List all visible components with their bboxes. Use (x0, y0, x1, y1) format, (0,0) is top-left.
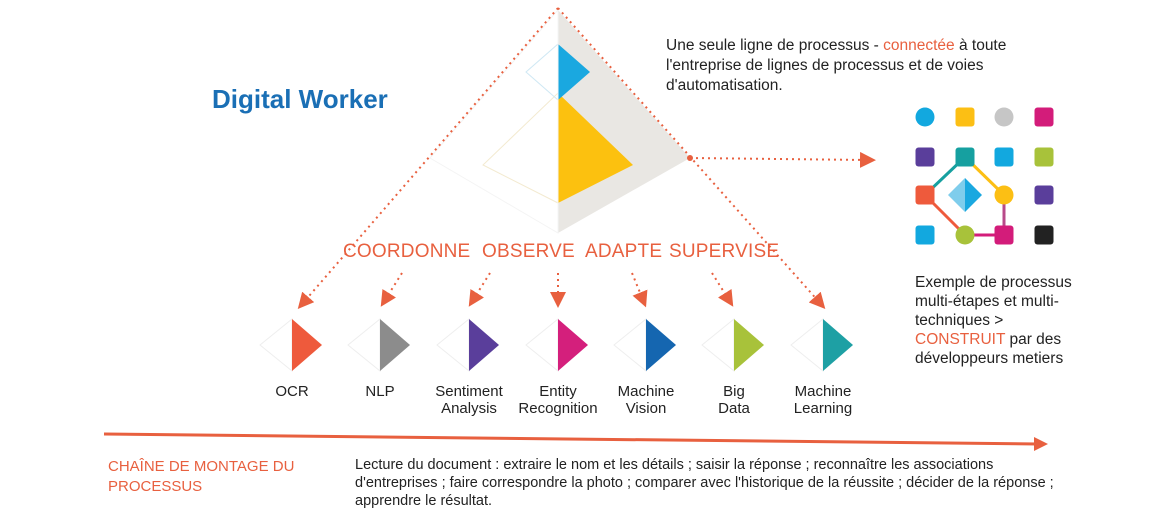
grid-node-square (915, 225, 935, 245)
grid-node-square (1034, 147, 1054, 167)
grid-node-circle (955, 225, 975, 245)
technology-label-line2: Learning (793, 400, 853, 417)
technology-label-line2: Analysis (441, 400, 497, 417)
top-text-before: Une seule ligne de processus - (666, 37, 884, 54)
technology-label-line1: OCR (275, 383, 309, 400)
example-text-highlight: CONSTRUIT (915, 331, 1006, 348)
orange-pyramid-icon (259, 317, 322, 373)
assembly-line-description: Lecture du document : extraire le nom et… (355, 457, 1054, 509)
technology-icons (259, 317, 853, 373)
example-text-a: Exemple de processus multi-étapes et mul… (915, 274, 1072, 329)
verb-supervise: SUPERVISE (669, 241, 780, 262)
assembly-line-arrow (103, 432, 1039, 446)
verbs-row: COORDONNE OBSERVE ADAPTE SUPERVISE (0, 241, 1156, 265)
dotted-arrow-to-grid (689, 151, 876, 168)
grid-node-square (915, 147, 935, 167)
technology-label-line2: Recognition (518, 400, 598, 417)
grid-node-pyramid-icon (948, 178, 982, 212)
teal-pyramid-icon (790, 317, 853, 373)
technology-label-line2: Vision (625, 400, 667, 417)
technology-label-line1: Machine (794, 383, 852, 400)
magenta-pyramid-icon (525, 317, 588, 373)
assembly-line-label: CHAÎNE DE MONTAGE DU PROCESSUS (108, 458, 295, 495)
grid-node-square (1034, 107, 1054, 127)
technology-label: OCR (237, 383, 347, 400)
grid-node-square (1034, 185, 1054, 205)
assembly-line-arrowhead (1034, 437, 1048, 451)
top-description: Une seule ligne de processus - connectée… (666, 36, 1066, 96)
grid-node-square (994, 225, 1014, 245)
verb-arrows (380, 272, 734, 308)
grid-node-square (915, 185, 935, 205)
grid-node-square (955, 147, 975, 167)
grid-node-square (1034, 225, 1054, 245)
grid-node-circle (994, 107, 1014, 127)
verb-observe: OBSERVE (482, 241, 575, 262)
technology-label-line1: Entity (539, 383, 577, 400)
grid-node-square (994, 147, 1014, 167)
digital-worker-pyramid (429, 8, 690, 234)
technology-label-line2: Data (718, 400, 750, 417)
technology-label-line1: Machine (617, 383, 675, 400)
technology-label-line1: Big (723, 383, 745, 400)
technology-label-line1: Sentiment (435, 383, 503, 400)
gray-pyramid-icon (347, 317, 410, 373)
example-description: Exemple de processus multi-étapes et mul… (915, 273, 1105, 368)
purple-pyramid-icon (436, 317, 499, 373)
verb-adapte: ADAPTE (585, 241, 663, 262)
page-title: Digital Worker (212, 84, 388, 114)
blue-pyramid-icon (613, 317, 676, 373)
verb-coordonne: COORDONNE (343, 241, 471, 262)
grid-node-square (955, 107, 975, 127)
technology-label: NLP (325, 383, 435, 400)
example-text-b: par des développeurs metiers (915, 331, 1064, 367)
process-grid (915, 107, 1054, 245)
technology-label-line1: NLP (365, 383, 395, 400)
green-pyramid-icon (701, 317, 764, 373)
grid-node-circle (994, 185, 1014, 205)
dotted-edge-left (297, 7, 559, 310)
top-text-highlight: connectée (883, 37, 955, 54)
grid-node-circle (915, 107, 935, 127)
top-text-after: à toute l'entreprise de lignes de proces… (666, 37, 1007, 94)
